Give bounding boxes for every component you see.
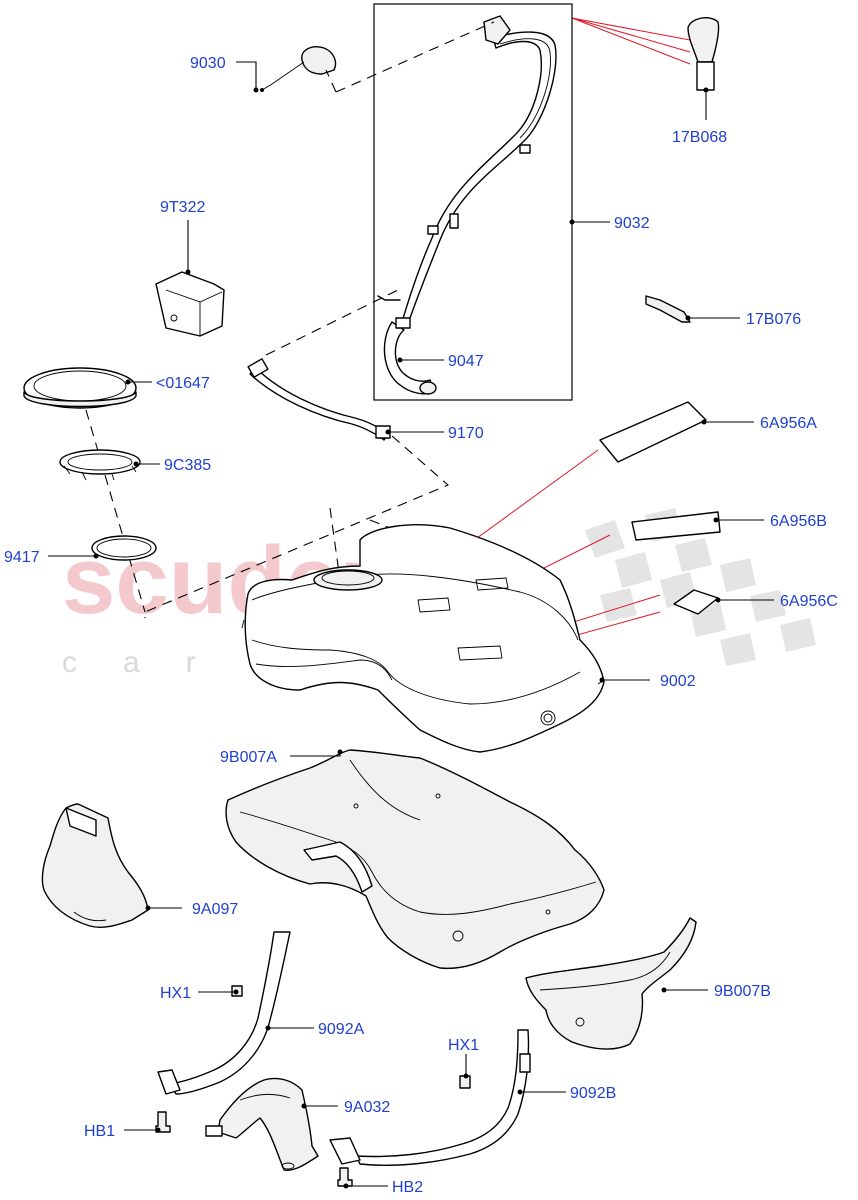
pad-6a956b [631, 511, 721, 541]
fuel-cap-part [260, 46, 337, 93]
label-9092b: 9092B [570, 1085, 616, 1102]
label-9t322: 9T322 [160, 199, 205, 216]
label-01647: <01647 [156, 375, 210, 392]
o-ring-part [91, 535, 157, 561]
checkered-flag-watermark [585, 508, 816, 666]
label-9417: 9417 [4, 549, 40, 566]
pad-6a956a [599, 401, 707, 463]
label-9032: 9032 [614, 215, 650, 232]
label-hx1-left: HX1 [160, 985, 191, 1002]
label-hb2: HB2 [392, 1179, 423, 1196]
label-hx1-right: HX1 [448, 1037, 479, 1054]
pads-6a956 [599, 401, 721, 615]
sender-seal-plate-part [23, 367, 137, 409]
hb2-bolt [337, 1167, 353, 1187]
label-9002: 9002 [660, 673, 696, 690]
part-labels: 9030 9032 9047 9170 17B068 17B076 9T322 … [4, 55, 838, 1196]
label-9b007b: 9B007B [714, 983, 771, 1000]
fuel-tank-part [241, 524, 605, 753]
label-9b007a: 9B007A [220, 749, 277, 766]
clip-17b076-part [645, 295, 691, 323]
hb1-bolt [155, 1111, 171, 1133]
vent-hose-part [247, 358, 391, 441]
label-9170: 9170 [448, 425, 484, 442]
label-9047: 9047 [448, 353, 484, 370]
label-9a097: 9A097 [192, 901, 238, 918]
label-6a956b: 6A956B [770, 513, 827, 530]
label-9092a: 9092A [318, 1021, 365, 1038]
label-17b076: 17B076 [746, 311, 801, 328]
label-9030: 9030 [190, 55, 226, 72]
tank-strap-9092a-part [157, 931, 291, 1095]
gear-knob-tool-part [687, 17, 720, 91]
leader-dots [93, 87, 721, 1189]
tank-strap-9092b-part [329, 1029, 531, 1166]
filler-neck-assembly-box [373, 3, 573, 401]
label-6a956a: 6A956A [760, 415, 817, 432]
heat-shield-9b007a-part [225, 749, 605, 970]
label-hb1: HB1 [84, 1123, 115, 1140]
heat-shield-9a032-part [205, 1077, 319, 1171]
label-6a956c: 6A956C [780, 593, 838, 610]
heat-shield-9b007b-part [525, 917, 697, 1050]
bracket-9t322-part [155, 271, 225, 337]
heat-shield-9a097-part [41, 803, 149, 929]
label-9a032: 9A032 [344, 1099, 390, 1116]
label-9c385: 9C385 [164, 457, 211, 474]
label-17b068: 17B068 [672, 129, 727, 146]
lock-ring-part [59, 449, 141, 481]
leader-lines [48, 61, 774, 1187]
